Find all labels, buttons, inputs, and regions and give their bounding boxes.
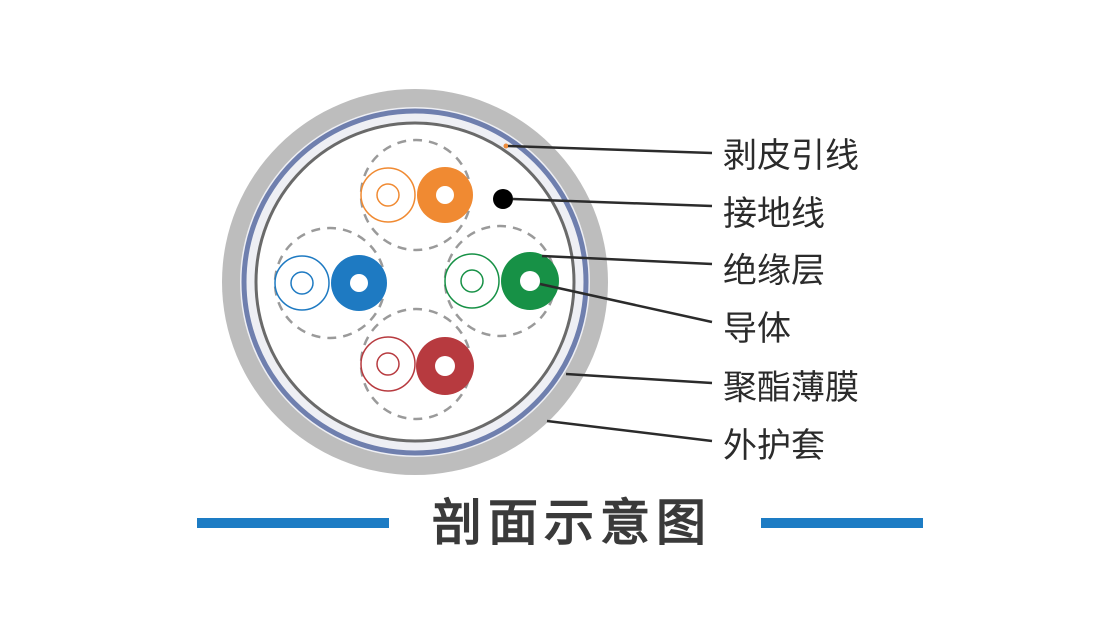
- pair-red: [360, 336, 474, 395]
- leader-line-insulation: [541, 254, 713, 266]
- pair-green: [444, 252, 559, 310]
- label-drain-tab: 剥皮引线: [723, 136, 859, 176]
- leader-line-polyester-film: [565, 372, 713, 385]
- striped-wire-conductor: [290, 271, 314, 295]
- leader-line-outer-sheath: [546, 419, 713, 443]
- caption-bar-left: [197, 518, 389, 528]
- leader-lines: [507, 144, 713, 443]
- caption-bar-right: [761, 518, 923, 528]
- ground-wire: [493, 189, 513, 209]
- leader-line-conductor: [539, 282, 713, 324]
- label-polyester-film: 聚酯薄膜: [723, 368, 859, 408]
- label-ground-wire: 接地线: [723, 194, 825, 234]
- leader-line-ground-wire: [512, 197, 713, 208]
- solid-wire-conductor: [350, 274, 368, 292]
- striped-wire-conductor: [376, 352, 400, 376]
- label-insulation: 绝缘层: [723, 251, 825, 291]
- leader-line-drain-tab: [507, 144, 713, 155]
- pair-orange: [360, 167, 473, 223]
- pair-blue: [274, 255, 387, 311]
- polyester-film-layer: [241, 108, 589, 456]
- solid-wire-conductor: [520, 271, 540, 291]
- striped-wire-conductor: [460, 269, 484, 293]
- striped-wire-conductor: [376, 183, 400, 207]
- label-outer-sheath: 外护套: [723, 426, 825, 466]
- solid-wire-conductor: [436, 186, 454, 204]
- drain-tab-marker: [503, 143, 509, 149]
- solid-wire-conductor: [435, 356, 455, 376]
- label-conductor: 导体: [723, 309, 791, 349]
- diagram-caption: 剖面示意图: [432, 494, 712, 552]
